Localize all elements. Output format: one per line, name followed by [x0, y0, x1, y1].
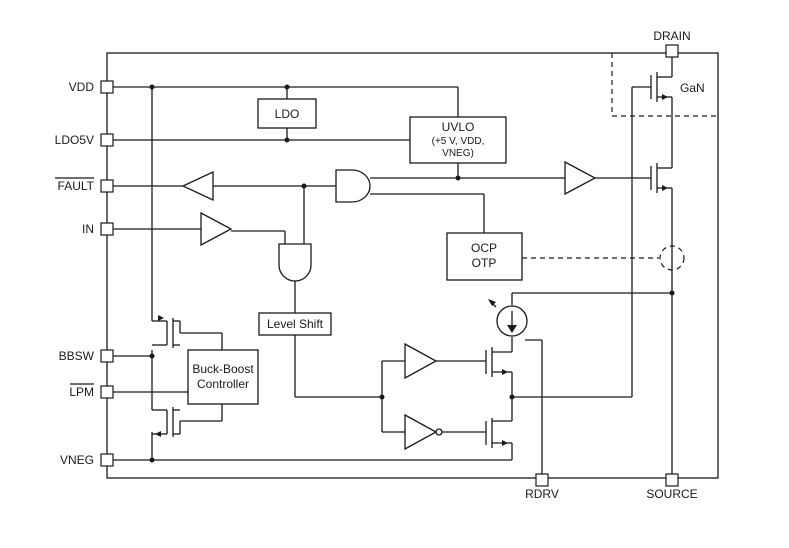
pin-rdrv: RDRV [525, 473, 559, 501]
pin-fault-label: FAULT [58, 179, 95, 193]
gan-region-boundary [611, 53, 718, 117]
pin-vdd: VDD [69, 80, 114, 94]
package-outline [106, 52, 719, 479]
uvlo-title: UVLO [442, 120, 475, 134]
ocp-otp-block [446, 232, 523, 281]
pin-lpm-label: LPM [69, 385, 94, 399]
inverter-bubble [435, 428, 443, 436]
gan-label: GaN [680, 81, 705, 95]
buck-boost-block [187, 349, 259, 405]
pin-vneg: VNEG [60, 453, 114, 467]
driver-inverter [404, 413, 438, 451]
uvlo-block [409, 116, 507, 164]
gan-gate-buffer [564, 160, 597, 196]
bb-low-switch [152, 407, 181, 437]
ocp-label: OCP [471, 241, 497, 255]
uvlo-line1: (+5 V, VDD, [432, 136, 485, 147]
otp-label: OTP [472, 256, 497, 270]
pin-ldo5v: LDO5V [55, 133, 114, 147]
ldo-label: LDO [275, 107, 300, 121]
in-buffer [200, 211, 233, 247]
pin-rdrv-label: RDRV [525, 487, 559, 501]
pin-ldo5v-label: LDO5V [55, 133, 94, 147]
current-sense-circle [659, 245, 685, 271]
pin-drain: DRAIN [653, 29, 691, 58]
and-gate-fault [335, 169, 371, 203]
pin-bbsw-label: BBSW [59, 349, 95, 363]
current-source-icon [488, 299, 528, 337]
level-shift-block [258, 312, 332, 336]
pin-in-label: IN [82, 222, 94, 236]
driver-low-switch [485, 418, 512, 448]
pin-vneg-label: VNEG [60, 453, 94, 467]
buck-boost-line1: Buck-Boost [192, 362, 254, 376]
ldo-block [257, 98, 317, 129]
level-shift-label: Level Shift [267, 317, 324, 331]
pin-bbsw: BBSW [59, 349, 114, 363]
fault-buffer [181, 170, 214, 202]
buck-boost-line2: Controller [197, 377, 249, 391]
pin-drain-label: DRAIN [653, 29, 690, 43]
driver-buffer [404, 342, 438, 380]
gan-high-fet [650, 72, 672, 102]
junction-dots [149, 84, 675, 463]
pin-vdd-label: VDD [69, 80, 95, 94]
uvlo-line2: VNEG) [442, 148, 474, 159]
pin-source-label: SOURCE [646, 487, 697, 501]
and-gate-input [278, 243, 312, 282]
gan-low-fet [650, 163, 672, 193]
bb-high-switch [152, 315, 181, 348]
pin-in: IN [82, 222, 114, 236]
pin-lpm: LPM [69, 383, 114, 399]
pin-source: SOURCE [646, 473, 698, 501]
wires [113, 57, 673, 474]
driver-high-switch [485, 347, 512, 377]
pin-fault: FAULT [55, 177, 114, 193]
